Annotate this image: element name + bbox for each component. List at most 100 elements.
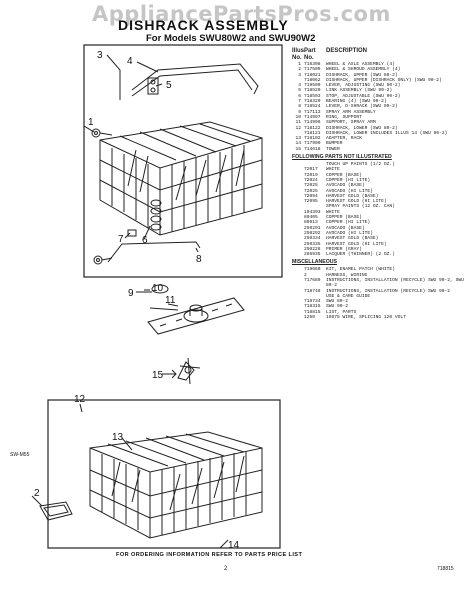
part-number: 717509: [304, 67, 321, 73]
part-description: COPPER (HI LITE): [326, 220, 371, 226]
part-number: 718062: [304, 77, 321, 83]
table-row: 718121 DISHRACK, LOWER INCLUDES ILLUS 14 …: [292, 131, 468, 136]
part-description: LINK ASSEMBLY (SWU 90-2): [326, 88, 393, 94]
support-ring: [151, 284, 169, 294]
illus-number: 14: [295, 141, 301, 147]
part-number: 72019: [304, 172, 318, 178]
spray-arm-assembly: [147, 297, 245, 335]
part-description: ADAPTER, RACK: [326, 136, 362, 142]
table-row: 718815 LIST, PARTS: [292, 310, 468, 315]
part-description: COPPER (HI LITE): [326, 177, 371, 183]
illus-number: [292, 315, 304, 320]
touchup-intro: TOUCH UP PAINTS (1/2 OZ.): [326, 162, 395, 168]
adjusting-lever-2: [131, 69, 253, 97]
illus-no-header: Illus. No.: [292, 48, 306, 61]
callout-11: 11: [165, 295, 176, 306]
part-description: STOP, ADJUSTABLE (SWU 90-2): [326, 93, 401, 99]
part-number: 716308: [304, 62, 321, 67]
callout-14: 14: [228, 540, 240, 551]
part-number: 718524: [304, 104, 321, 110]
part-description: 10875 WIRE, SPLICING 120 VOLT: [326, 315, 406, 321]
illus-number: 11: [295, 120, 301, 126]
part-no-header: Part No.: [304, 48, 316, 61]
illus-number: 3: [298, 72, 301, 78]
adjusting-lever: [131, 63, 259, 95]
part-number: 717113: [304, 109, 321, 115]
part-number: 718320: [304, 99, 321, 105]
wheel-axle-assembly: [91, 128, 113, 265]
part-description: WHITE: [326, 167, 340, 173]
part-number: 718021: [304, 72, 321, 78]
part-number: 719660: [304, 267, 321, 273]
part-description: BUMPER: [326, 141, 343, 147]
callout-13: 13: [112, 432, 124, 443]
part-number: 250292: [304, 230, 321, 236]
upper-rack-frame: [83, 44, 283, 278]
callout-12: 12: [74, 394, 86, 405]
part-description: DISHRACK, UPPER (SWU 80-2): [326, 72, 398, 78]
part-description: DISHRACK, LOWER INCLUDES ILLUS 14 (SWU 9…: [326, 130, 448, 136]
part-description: RING, SUPPORT: [326, 114, 362, 120]
part-description: SWU 90-2: [326, 304, 349, 310]
illus-number: 15: [295, 146, 301, 152]
part-description: PRIMER (GRAY): [326, 246, 362, 252]
page-title: DISHRACK ASSEMBLY: [118, 17, 289, 33]
exploded-view-diagram: 3 4 5 1 6 7 8 9 10 11 15 12 13 14 2 SW-M…: [10, 44, 283, 551]
callout-2: 2: [34, 488, 40, 499]
part-number: 89913: [304, 220, 318, 226]
table-row: 89913 COPPER (HI LITE): [292, 220, 468, 225]
part-number: 718815: [304, 309, 321, 315]
part-number: 714997: [304, 114, 321, 120]
part-description: BEARING (4) (SWU 90-2): [326, 99, 387, 105]
part-number: 72024: [304, 177, 318, 183]
tower: [162, 357, 201, 385]
part-description: SPRAY PAINTS (12 OZ. CAN): [326, 204, 395, 210]
callout-1: 1: [88, 117, 94, 128]
miscellaneous-heading: MISCELLANEOUS: [292, 259, 337, 266]
part-number: 718121: [304, 130, 321, 136]
callout-4: 4: [127, 56, 133, 67]
callout-5: 5: [166, 80, 172, 91]
illus-number: 7: [298, 99, 301, 105]
illus-number: 10: [295, 114, 301, 120]
part-number: 72095: [304, 199, 318, 205]
callout-6: 6: [142, 235, 148, 246]
callout-8: 8: [196, 254, 202, 265]
ordering-footer: FOR ORDERING INFORMATION REFER TO PARTS …: [116, 552, 303, 558]
adjustable-stop: [150, 199, 162, 231]
part-description: LIST, PARTS: [326, 309, 357, 315]
part-description: COPPER (BASE): [326, 215, 362, 221]
illus-number: 9: [298, 109, 301, 115]
part-number: 72094: [304, 193, 318, 199]
illus-number: 5: [298, 88, 301, 94]
part-number: 250335: [304, 241, 321, 247]
link-assembly: [147, 77, 159, 95]
description-header: DESCRIPTION: [326, 48, 368, 54]
illus-number: 6: [298, 93, 301, 99]
part-number: 717900: [304, 141, 321, 147]
part-description: LACQUER (THINNER) (2 OZ.): [326, 252, 395, 258]
part-number: 718315: [304, 304, 321, 310]
part-number: 718102: [304, 136, 321, 142]
part-description: HARVEST GOLD (BASE): [326, 236, 379, 242]
lower-dishrack: [89, 431, 263, 539]
upper-dishrack: [99, 121, 263, 236]
wheel-shroud-assembly: [31, 495, 73, 521]
